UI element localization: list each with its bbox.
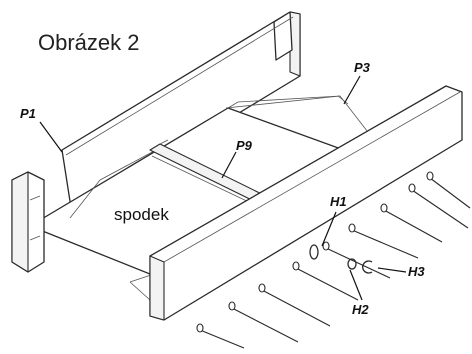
panel-p3 <box>61 11 301 215</box>
figure-caption: Obrázek 2 <box>38 30 140 55</box>
leader-h1 <box>321 211 337 247</box>
rod-4 <box>292 261 359 301</box>
hardware-parts <box>309 244 373 274</box>
rod-3 <box>258 283 331 327</box>
rod-9 <box>426 171 471 209</box>
rod-2 <box>228 301 299 343</box>
rod-7 <box>380 203 443 243</box>
label-p9: P9 <box>236 138 253 153</box>
threaded-rods <box>196 171 471 349</box>
rod-8 <box>408 183 469 229</box>
leader-p1 <box>39 121 63 153</box>
leader-p3 <box>343 75 361 105</box>
label-bottom: spodek <box>114 205 169 224</box>
leader-h3 <box>377 267 407 273</box>
label-p1: P1 <box>20 106 36 121</box>
label-h1: H1 <box>330 194 347 209</box>
leader-p9 <box>221 151 237 179</box>
rod-6 <box>348 223 419 259</box>
rod-5 <box>322 241 391 279</box>
rod-1 <box>196 323 245 349</box>
leader-h2 <box>349 269 363 301</box>
label-h2: H2 <box>352 302 369 317</box>
washer-h1 <box>309 244 319 260</box>
label-p3: P3 <box>354 60 371 75</box>
front-panel <box>149 85 463 321</box>
label-h3: H3 <box>408 264 425 279</box>
nut-h3 <box>362 260 373 274</box>
panel-p1 <box>11 171 45 273</box>
leader-lines <box>39 75 407 301</box>
washer-h2 <box>347 258 357 270</box>
